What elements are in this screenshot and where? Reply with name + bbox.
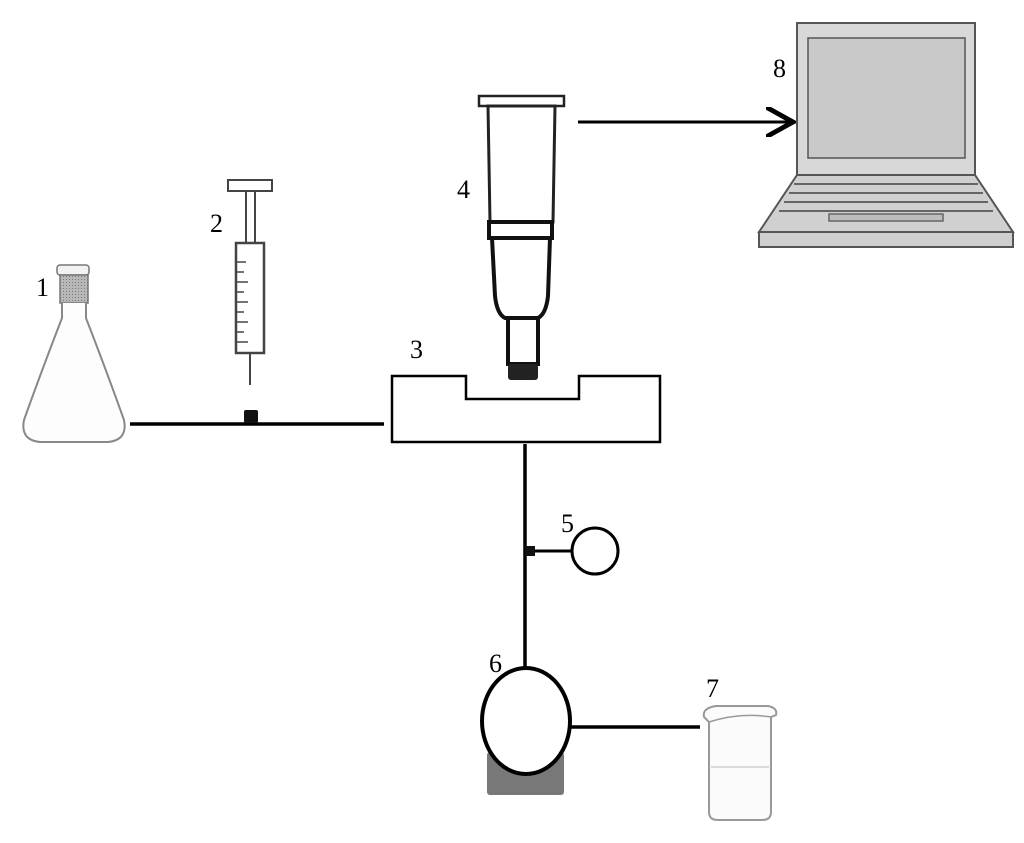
laptop-icon — [757, 22, 1015, 248]
microscope-icon — [477, 94, 566, 380]
label-8: 8 — [773, 54, 786, 83]
pump-icon — [480, 666, 572, 795]
pressure-gauge-icon — [525, 526, 620, 576]
syringe-icon — [227, 179, 273, 385]
label-3: 3 — [410, 335, 423, 364]
injection-port — [244, 410, 258, 423]
label-1: 1 — [36, 273, 49, 302]
label-6: 6 — [489, 649, 502, 678]
flask-icon — [22, 264, 126, 443]
label-5: 5 — [561, 509, 574, 538]
label-2: 2 — [210, 209, 223, 238]
beaker-icon — [702, 705, 778, 821]
label-4: 4 — [457, 175, 470, 204]
label-7: 7 — [706, 674, 719, 703]
flow-cell — [390, 374, 662, 444]
